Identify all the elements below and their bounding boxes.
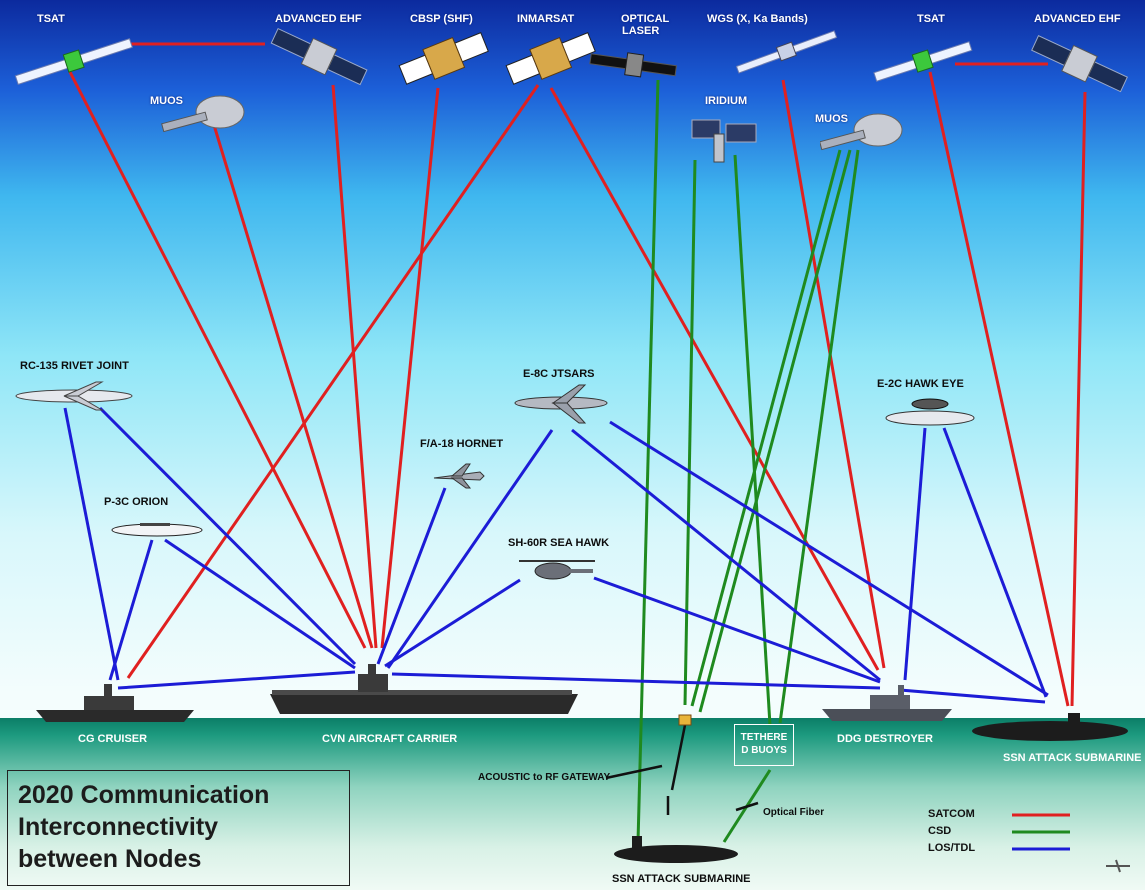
label-ssn-bottom: SSN ATTACK SUBMARINE [612, 873, 751, 885]
label-p3c: P-3C ORION [104, 496, 169, 508]
title-line-1: 2020 Communication [18, 781, 270, 809]
title-box: 2020 Communication Interconnectivity bet… [7, 770, 350, 886]
ssn-bottom-icon [614, 836, 738, 863]
cbsp-icon [398, 32, 489, 85]
inmarsat-icon [505, 32, 596, 85]
legend-label-los: LOS/TDL [928, 842, 976, 854]
wgs-icon [735, 30, 838, 74]
iridium-icon [691, 119, 757, 163]
csd-links [636, 79, 860, 843]
muos-right-icon [820, 113, 903, 151]
small-aircraft-icon [1106, 859, 1130, 873]
optical-laser-icon [589, 52, 678, 78]
label-ssn-right: SSN ATTACK SUBMARINE [1003, 752, 1142, 764]
label-optical-1: OPTICAL [621, 13, 670, 25]
label-buoy-1: TETHERE [740, 732, 788, 743]
ddg-destroyer-icon [822, 685, 952, 721]
tsat-left-icon [14, 38, 133, 85]
muos-left-icon [161, 95, 245, 133]
gateway-connectors [605, 724, 759, 815]
label-gateway: ACOUSTIC to RF GATEWAY [478, 772, 611, 783]
p3c-icon [111, 523, 203, 537]
label-cvn: CVN AIRCRAFT CARRIER [322, 733, 458, 745]
label-ddg: DDG DESTROYER [837, 733, 933, 745]
fa18-icon [433, 463, 485, 489]
cvn-carrier-icon [270, 664, 578, 714]
legend-swatches [1012, 813, 1070, 851]
satcom-links [68, 42, 1087, 707]
label-muos-left: MUOS [150, 95, 183, 107]
title-line-3: between Nodes [18, 845, 202, 873]
label-rc135: RC-135 RIVET JOINT [20, 360, 129, 372]
label-aehf-left: ADVANCED EHF [275, 13, 362, 25]
label-tsat-right: TSAT [917, 13, 945, 25]
label-optical-2: LASER [622, 25, 660, 37]
label-sh60r: SH-60R SEA HAWK [508, 537, 610, 549]
label-iridium: IRIDIUM [705, 95, 748, 107]
gateway-buoy-icon [678, 714, 692, 726]
e8c-icon [514, 384, 608, 424]
label-e2c: E-2C HAWK EYE [877, 378, 964, 390]
los-links [63, 406, 1049, 704]
title-line-2: Interconnectivity [18, 813, 219, 841]
ssn-right-icon [972, 713, 1128, 741]
sea-surface [0, 718, 1145, 890]
label-e8c: E-8C JTSARS [523, 368, 595, 380]
label-cbsp: CBSP (SHF) [410, 13, 473, 25]
sh60r-icon [519, 560, 595, 580]
label-buoy-2: D BUOYS [741, 745, 787, 756]
aehf-right-icon [1031, 35, 1128, 93]
label-tsat-left: TSAT [37, 13, 65, 25]
e2c-icon [885, 398, 975, 426]
label-aehf-right: ADVANCED EHF [1034, 13, 1121, 25]
aehf-left-icon [270, 27, 368, 86]
label-muos-right: MUOS [815, 113, 848, 125]
rc135-icon [15, 381, 133, 411]
label-wgs: WGS (X, Ka Bands) [707, 13, 808, 25]
tsat-right-icon [873, 41, 973, 82]
label-inmarsat: INMARSAT [517, 13, 575, 25]
tethered-buoys-box: TETHERE D BUOYS [734, 724, 794, 766]
label-cg: CG CRUISER [78, 733, 148, 745]
legend-label-csd: CSD [928, 825, 952, 837]
label-fa18: F/A-18 HORNET [420, 438, 504, 450]
legend-label-satcom: SATCOM [928, 808, 975, 820]
label-optical-fiber: Optical Fiber [763, 807, 825, 818]
cg-cruiser-icon [36, 684, 194, 722]
